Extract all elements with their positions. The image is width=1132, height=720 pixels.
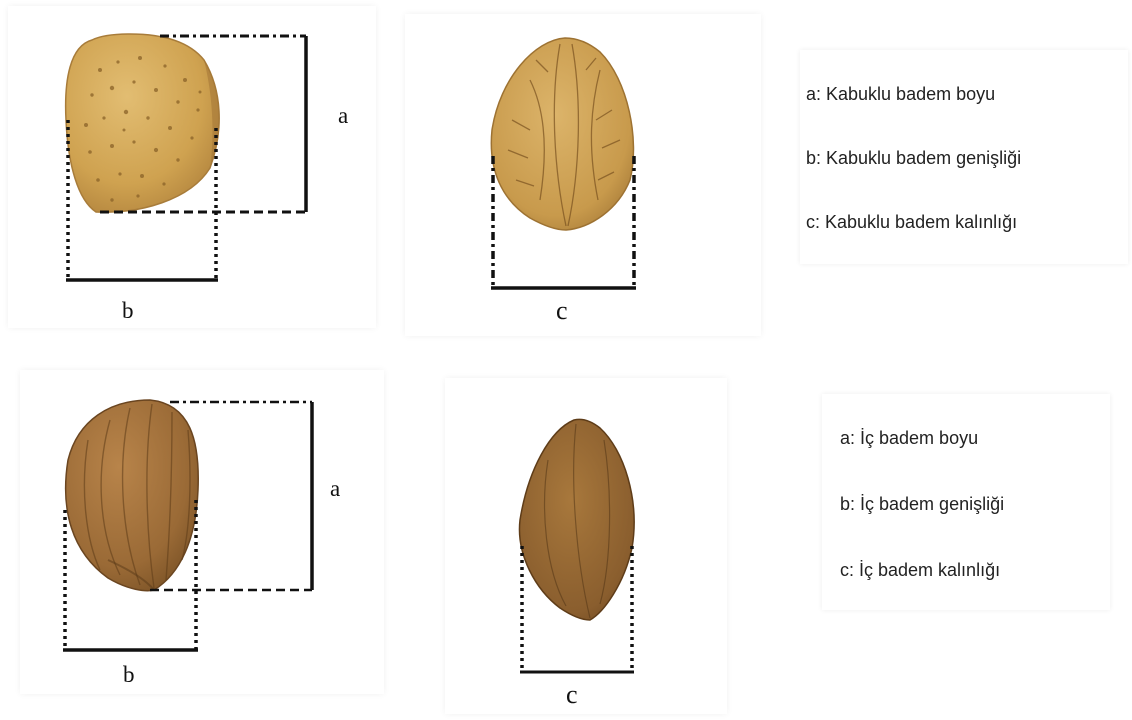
kernel-side [66, 400, 199, 591]
shell-legend-thickness: c: Kabuklu badem kalınlığı [806, 212, 1017, 233]
kernel-legend: a: İç badem boyu b: İç badem genişliği c… [822, 394, 1110, 610]
shell-legend-width: b: Kabuklu badem genişliği [806, 148, 1021, 169]
kernel-width-label: b [123, 662, 135, 688]
kernel-legend-width: b: İç badem genişliği [840, 494, 1004, 515]
kernel-thickness-label: c [566, 680, 578, 710]
kernel-legend-thickness: c: İç badem kalınlığı [840, 560, 1000, 581]
shell-legend-length: a: Kabuklu badem boyu [806, 84, 995, 105]
kernel-length-label: a [330, 476, 340, 502]
kernel-front [519, 419, 634, 620]
shell-thickness-label: c [556, 296, 568, 326]
shell-almond-front [491, 38, 633, 230]
shell-length-label: a [338, 103, 348, 129]
kernel-legend-length: a: İç badem boyu [840, 428, 978, 449]
shell-width-label: b [122, 298, 134, 324]
shell-legend: a: Kabuklu badem boyu b: Kabuklu badem g… [800, 50, 1128, 264]
shell-almond-side [66, 34, 220, 212]
